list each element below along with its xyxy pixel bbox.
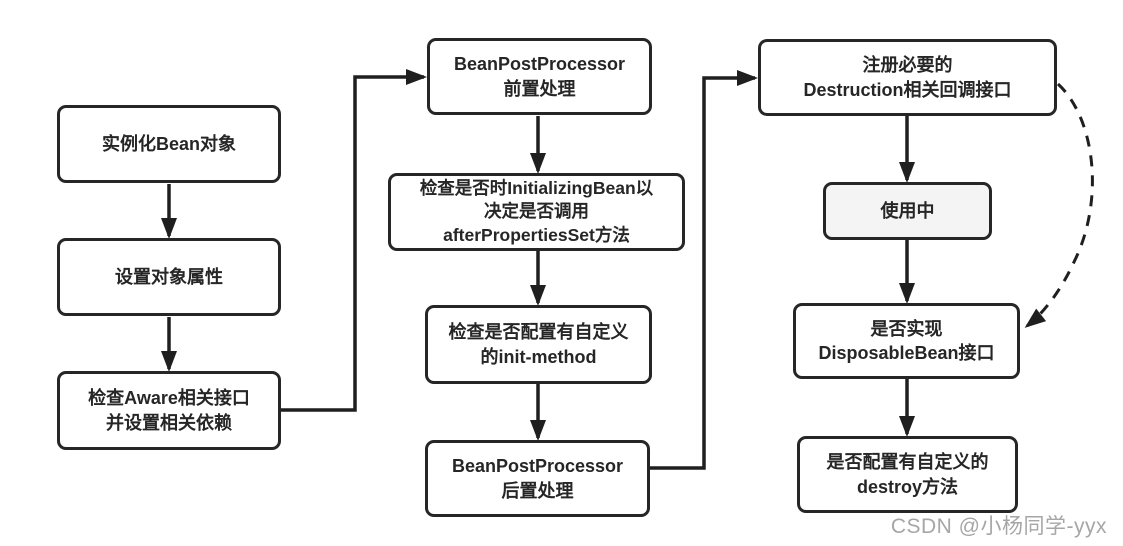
node-set-properties: 设置对象属性 <box>57 238 281 316</box>
node-register-destruction: 注册必要的 Destruction相关回调接口 <box>758 39 1057 116</box>
node-check-initializing-bean: 检查是否时InitializingBean以 决定是否调用 afterPrope… <box>388 173 685 251</box>
node-check-init-method: 检查是否配置有自定义 的init-method <box>425 305 652 384</box>
node-instantiate-bean: 实例化Bean对象 <box>57 105 281 183</box>
csdn-watermark: CSDN @小杨同学-yyx <box>890 515 1107 538</box>
node-destroy-method: 是否配置有自定义的 destroy方法 <box>797 436 1018 513</box>
node-disposable-bean: 是否实现 DisposableBean接口 <box>793 303 1020 379</box>
dashed-connector-register-destruction-to-disposable-bean <box>1024 82 1094 328</box>
node-bpp-after: BeanPostProcessor 后置处理 <box>425 440 650 517</box>
connector-bpp-after-to-register-destruction <box>650 70 758 470</box>
node-check-aware: 检查Aware相关接口 并设置相关依赖 <box>57 371 281 450</box>
connector-check-aware-to-bpp-before <box>281 69 427 412</box>
node-bpp-before: BeanPostProcessor 前置处理 <box>427 38 652 115</box>
node-in-use: 使用中 <box>823 182 992 240</box>
